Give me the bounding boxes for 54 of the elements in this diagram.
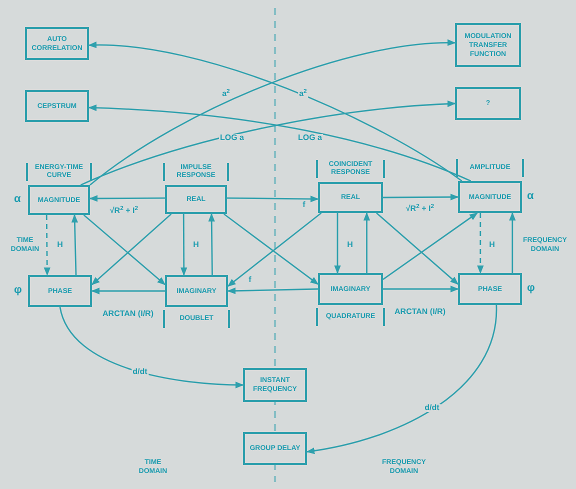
arrow [383, 194, 459, 200]
edge-label: LOG a [219, 134, 245, 142]
arrow [477, 213, 484, 274]
process-box [458, 273, 522, 305]
arrow [71, 214, 78, 276]
process-box [318, 182, 383, 213]
arrow [83, 214, 166, 286]
edge-label: a$^{2}$ [298, 90, 308, 98]
edge-label: d/dt [132, 368, 148, 376]
edge-label: d/dt [424, 404, 440, 412]
arrow [383, 286, 459, 292]
edge-label: f [248, 276, 252, 284]
process-box [28, 275, 92, 307]
symbol-label: α [14, 194, 21, 205]
process-box [165, 185, 227, 214]
process-box [455, 23, 521, 67]
arrow [208, 213, 215, 275]
symbol-label: α [527, 191, 534, 202]
edge-label: H [488, 241, 496, 249]
process-box [165, 275, 228, 307]
arrow [44, 215, 50, 276]
arrow [91, 213, 172, 286]
process-box [25, 90, 89, 122]
symbol-label: φ [527, 283, 535, 294]
arrow [376, 212, 459, 285]
arrow [363, 212, 370, 273]
edge-label: f [302, 201, 306, 209]
process-box [458, 181, 522, 213]
symbol-label: φ [14, 285, 22, 296]
arrow [227, 196, 319, 202]
edge-label: √R$^{2}$ + I$^{2}$ [404, 205, 436, 213]
edge-label: √R$^{2}$ + I$^{2}$ [108, 207, 140, 215]
process-box [25, 27, 89, 60]
process-box [318, 273, 383, 305]
edge-label: H [346, 241, 354, 249]
arrow [509, 212, 516, 273]
edge-label: H [192, 241, 200, 249]
arrow [306, 304, 498, 454]
arrow [91, 288, 165, 294]
arrow [59, 306, 244, 388]
arrow [180, 214, 188, 276]
edge-label: LOG a [297, 134, 323, 142]
edge-label: H [56, 241, 64, 249]
arrow [334, 213, 341, 274]
process-box [28, 185, 90, 215]
process-box [243, 432, 307, 465]
process-box [455, 87, 521, 120]
process-box [243, 368, 307, 402]
arrow [227, 287, 318, 294]
edge-label: a$^{2}$ [221, 90, 231, 98]
edge-label: ARCTAN (I/R) [102, 310, 154, 318]
arrow [382, 212, 478, 280]
arrow [89, 195, 165, 202]
edge-label: ARCTAN (I/R) [394, 308, 446, 316]
